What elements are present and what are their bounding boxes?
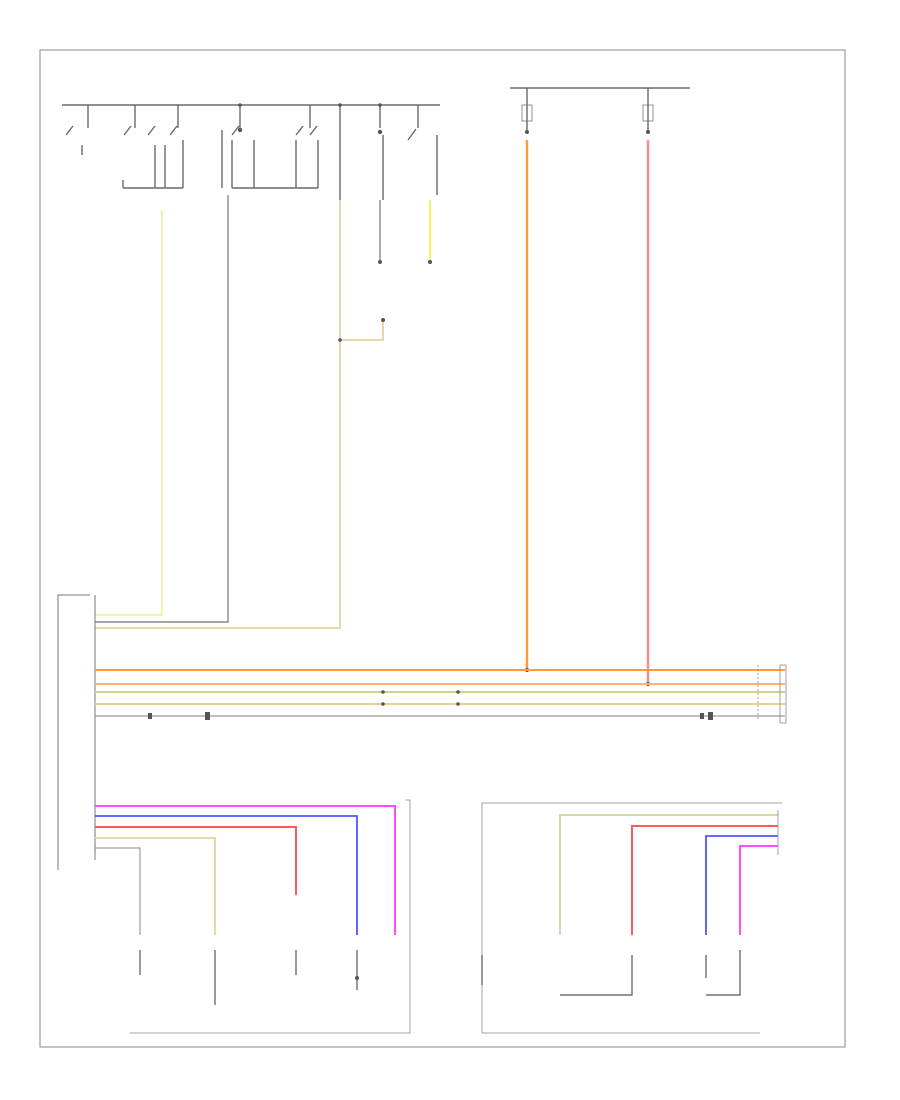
harness-bus: [95, 664, 787, 724]
switch-assembly-top-left: [62, 103, 440, 200]
lower-left-outputs: [95, 799, 411, 1034]
fuse-feeds-top-right: [510, 87, 690, 134]
vertical-wires-upper: [95, 140, 650, 686]
diagram-border: [39, 49, 846, 1048]
control-module-left: [57, 594, 96, 870]
lower-right-outputs: [481, 802, 782, 1034]
